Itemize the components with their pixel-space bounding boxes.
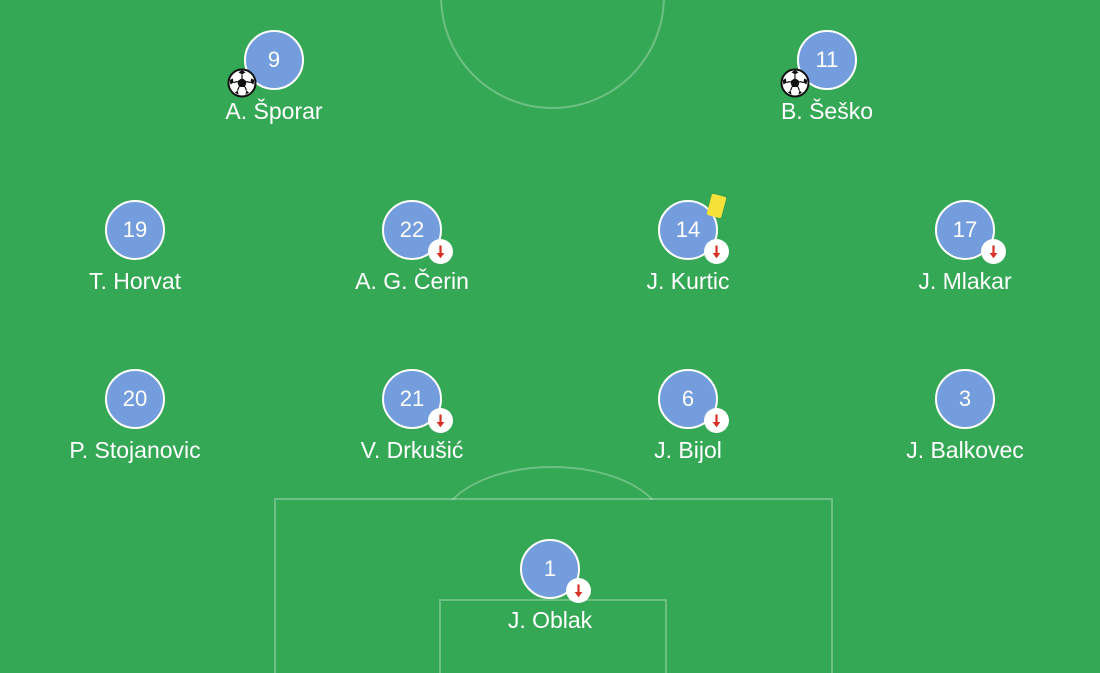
substitution-off-arrow-icon	[704, 408, 729, 433]
substitution-off-arrow-icon	[981, 239, 1006, 264]
player-slot[interactable]: 1 J. Oblak	[440, 539, 660, 639]
substitution-off-arrow-icon	[428, 239, 453, 264]
player-slot[interactable]: 22 A. G. Čerin	[302, 200, 522, 300]
player-name: A. G. Čerin	[355, 268, 469, 294]
player-name: B. Šeško	[780, 98, 874, 124]
player-number: 20	[105, 369, 165, 429]
player-number: 9	[244, 30, 304, 90]
player-slot[interactable]: 11 B. Šeško	[717, 30, 937, 130]
player-name: J. Balkovec	[906, 437, 1024, 463]
player-slot[interactable]: 9 A. Šporar	[164, 30, 384, 130]
player-name: V. Drkušić	[360, 437, 464, 463]
player-name: J. Bijol	[654, 437, 722, 463]
player-name: J. Kurtic	[646, 268, 730, 294]
player-slot[interactable]: 21 V. Drkušić	[302, 369, 522, 469]
goal-area	[439, 599, 667, 673]
soccer-ball-icon	[780, 68, 810, 98]
soccer-ball-icon	[227, 68, 257, 98]
player-slot[interactable]: 20 P. Stojanovic	[25, 369, 245, 469]
player-slot[interactable]: 3 J. Balkovec	[855, 369, 1075, 469]
player-name: A. Šporar	[225, 98, 323, 124]
player-slot[interactable]: 17 J. Mlakar	[855, 200, 1075, 300]
player-name: T. Horvat	[88, 268, 182, 294]
center-circle	[440, 0, 665, 109]
player-name: P. Stojanovic	[69, 437, 201, 463]
substitution-off-arrow-icon	[704, 239, 729, 264]
substitution-off-arrow-icon	[428, 408, 453, 433]
player-number: 19	[105, 200, 165, 260]
player-number: 22	[382, 200, 442, 260]
player-name: J. Oblak	[507, 607, 593, 633]
player-slot[interactable]: 6 J. Bijol	[578, 369, 798, 469]
yellow-card-icon	[706, 193, 727, 219]
player-slot[interactable]: 19 T. Horvat	[25, 200, 245, 300]
substitution-off-arrow-icon	[566, 578, 591, 603]
player-number: 3	[935, 369, 995, 429]
player-slot[interactable]: 14 J. Kurtic	[578, 193, 798, 300]
player-name: J. Mlakar	[918, 268, 1012, 294]
penalty-arc	[440, 466, 665, 500]
